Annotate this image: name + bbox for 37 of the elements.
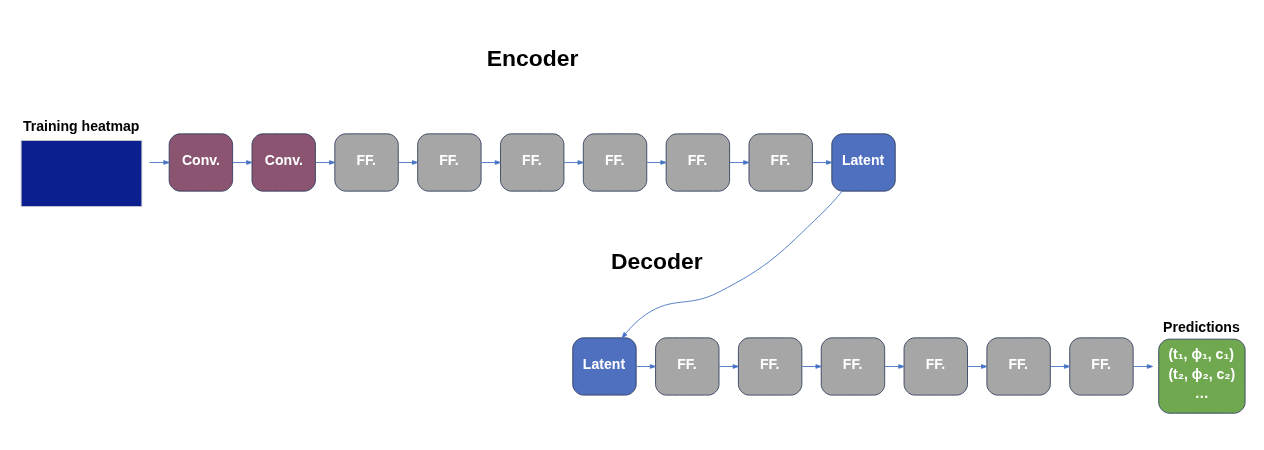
node-box: FF.: [737, 336, 803, 396]
arrow: [646, 159, 667, 165]
arrow: [967, 363, 988, 369]
label: Encoder: [486, 44, 579, 71]
arrow: [718, 363, 739, 369]
arrow: [148, 159, 170, 165]
node-box: Conv.: [251, 132, 316, 192]
arrow: [232, 159, 253, 165]
arrow: [729, 159, 750, 165]
node-box: FF.: [903, 336, 968, 396]
node-box: FF.: [500, 132, 565, 192]
node-box: FF.: [655, 336, 720, 396]
node-box: FF.: [1069, 336, 1134, 396]
arrow: [636, 363, 656, 369]
node-box: Conv.: [168, 132, 234, 192]
arrow: [801, 363, 822, 369]
node-box: FF.: [986, 336, 1051, 396]
arrow: [398, 159, 419, 165]
node-box: FF.: [820, 336, 886, 396]
label: Decoder: [611, 247, 703, 273]
arrow: [315, 159, 336, 165]
node-box: FF.: [334, 132, 399, 192]
node-label: Predictions: [1163, 318, 1240, 335]
node-box: FF.: [417, 132, 482, 192]
node-box: Latent: [831, 132, 896, 192]
arrow: [1050, 363, 1071, 369]
arrow: [884, 363, 905, 369]
node-box: FF.: [665, 132, 731, 192]
arrow: [621, 190, 843, 338]
arrow: [563, 159, 584, 165]
arrow: [1132, 363, 1153, 369]
arrow: [812, 159, 833, 165]
node-box: FF.: [582, 132, 648, 192]
node-box: Latent: [572, 336, 637, 396]
node-label: Training heatmap: [22, 117, 140, 134]
arrow: [480, 159, 501, 165]
node-box: FF.: [748, 132, 813, 192]
